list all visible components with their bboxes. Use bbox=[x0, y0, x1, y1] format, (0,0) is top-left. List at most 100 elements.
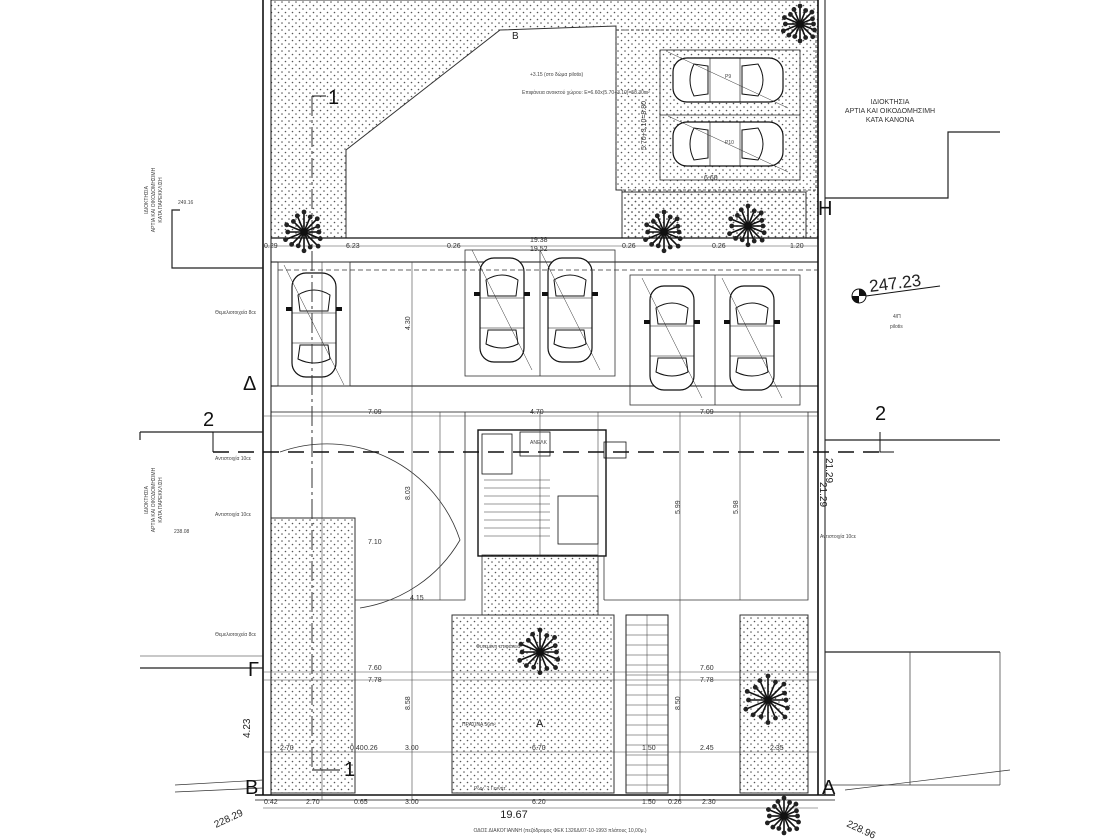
dim-bottom-1: 0.42 bbox=[264, 799, 278, 806]
car-p10 bbox=[667, 115, 789, 173]
car-p9 bbox=[667, 51, 789, 109]
dim-415: 4.15 bbox=[410, 595, 424, 602]
stair-treads bbox=[484, 479, 550, 537]
dim-mid-1: 2.70 bbox=[280, 745, 294, 752]
note-open-area: Επιφάνεια ανοικτού χώρου: Ε=6.60x(5.70+3… bbox=[522, 89, 650, 96]
dim-bottom-2: 2.70 bbox=[306, 799, 320, 806]
slab-outline bbox=[271, 412, 809, 601]
dim-top-1: 0.29 bbox=[264, 243, 278, 250]
dim-bottom-6: 1.50 bbox=[642, 799, 656, 806]
dim-top-5: 0.26 bbox=[712, 243, 726, 250]
dim-bottom-5: 6.20 bbox=[532, 799, 546, 806]
dim-778-a: 7.78 bbox=[368, 677, 382, 684]
dim-mid-7: 2.45 bbox=[700, 745, 714, 752]
section-label-1-top: 1 bbox=[328, 87, 339, 109]
note-stairs: Ρωγ. ? Γεννήτ. bbox=[474, 785, 507, 792]
label-p10: P10 bbox=[725, 140, 734, 146]
dim-mid-2: 0.40 bbox=[350, 745, 364, 752]
dotted-green-strip bbox=[481, 554, 599, 616]
neighbor-left-top-line-1: ΙΔΙΟΚΤΗΣΙΑ bbox=[144, 185, 150, 213]
car-bay-3 bbox=[539, 249, 601, 371]
dim-858: 8.58 bbox=[405, 696, 412, 710]
dim-right-2129-a: 21.29 bbox=[823, 458, 834, 483]
section-markers bbox=[200, 95, 894, 771]
note-wall-2: Αντιστοιχία 10cε bbox=[215, 456, 252, 462]
dim-bottom-4: 3.00 bbox=[405, 799, 419, 806]
dim-top-2: 6.23 bbox=[346, 243, 360, 250]
trees-layer bbox=[283, 3, 817, 836]
turning-circle bbox=[279, 443, 461, 609]
dim-709-right: 7.09 bbox=[700, 409, 714, 416]
elevation-sub-1: 4/Π bbox=[893, 314, 901, 320]
dim-bottom-8: 2.30 bbox=[702, 799, 716, 806]
level-left-mid: 238.08 bbox=[174, 529, 190, 535]
site-bottom-left-lines bbox=[174, 779, 264, 793]
neighbor-right-line-1: ΙΔΙΟΚΤΗΣΙΑ bbox=[871, 99, 910, 106]
building-core bbox=[477, 429, 627, 557]
tree-top-left bbox=[283, 209, 323, 254]
point-label-a-mid: Α bbox=[536, 718, 544, 730]
dim-bottom-7: 0.26 bbox=[668, 799, 682, 806]
dim-803: 8.03 bbox=[405, 486, 412, 500]
dotted-front-garden bbox=[451, 614, 615, 794]
tree-right-garden bbox=[743, 673, 790, 725]
car-bay-1 bbox=[283, 264, 345, 386]
dim-width-top-2: 19.52 bbox=[530, 246, 548, 253]
section-label-2-right: 2 bbox=[875, 403, 886, 425]
dim-599: 5.99 bbox=[675, 500, 682, 514]
dim-mid-8: 2.35 bbox=[770, 745, 784, 752]
neighbor-right-line-2: ΑΡΤΙΑ ΚΑΙ ΟΙΚΟΔΟΜΗΣΙΜΗ bbox=[845, 108, 935, 115]
tree-top-right bbox=[727, 203, 767, 248]
dim-850: 8.50 bbox=[675, 696, 682, 710]
dim-760-a: 7.60 bbox=[368, 665, 382, 672]
point-label-b-top: Β bbox=[512, 31, 519, 42]
note-elevator: ΑΝΕΛΚ bbox=[530, 440, 548, 446]
parking-bays bbox=[277, 249, 818, 406]
note-wall-right: Αντιστοιχία 10cε bbox=[820, 534, 857, 540]
dim-mid-4: 3.00 bbox=[405, 745, 419, 752]
tree-front-garden bbox=[517, 627, 561, 676]
car-bay-4 bbox=[641, 277, 703, 399]
dim-left-423: 4.23 bbox=[242, 718, 253, 738]
neighbor-left-mid-line-3: ΚΑΤΑ ΠΑΡΕΚΚΛΙΣΗ bbox=[158, 477, 164, 523]
dim-right-2129-b: 21.29 bbox=[817, 482, 828, 507]
level-bottom-left: 228.29 bbox=[213, 808, 246, 831]
dotted-planter-h bbox=[621, 191, 807, 239]
dim-parking-w: 6.60 bbox=[704, 175, 718, 182]
note-wall-3: Αντιστοιχία 10cε bbox=[215, 512, 252, 518]
dim-710: 7.10 bbox=[368, 539, 382, 546]
note-upper-level: +3.15 (στο δώμα pilotis) bbox=[530, 71, 583, 78]
neighbor-left-top-line-2: ΑΡΤΙΑ ΚΑΙ ΟΙΚΟΔΟΜΗΣΙΜΗ bbox=[151, 167, 157, 232]
corner-label-a: A bbox=[822, 777, 836, 799]
note-wall-4: Θεμελιοτοιχεία 8cε bbox=[215, 632, 257, 638]
corner-label-h: H bbox=[818, 198, 832, 220]
corner-label-gamma: Γ bbox=[248, 659, 259, 681]
road-label: ΟΔΟΣ ΔΙΑΚΟΓΙΑΝΝΗ (πεζόδρομος ΦΕΚ 1326Δ/0… bbox=[473, 827, 646, 834]
dim-width-top: 19.38 bbox=[530, 237, 548, 244]
label-p9: P9 bbox=[725, 74, 731, 80]
corner-label-delta: Δ bbox=[243, 373, 256, 395]
dim-430: 4.30 bbox=[405, 316, 412, 330]
cars-layer bbox=[283, 51, 789, 399]
corner-label-b: B bbox=[245, 777, 258, 799]
exterior-stair bbox=[625, 614, 669, 794]
dim-mid-5: 6.70 bbox=[532, 745, 546, 752]
dim-top-3: 0.26 bbox=[447, 243, 461, 250]
top-parking-area bbox=[615, 29, 817, 191]
dim-760-b: 7.60 bbox=[700, 665, 714, 672]
elevation-sub-2: pilotis bbox=[890, 324, 903, 330]
dim-mid-3: 0.26 bbox=[364, 745, 378, 752]
neighbor-terrain bbox=[139, 131, 1000, 669]
dim-parking-vert: 5.70+3.10=8.80 bbox=[641, 101, 648, 150]
neighbor-left-top-line-3: ΚΑΤΑ ΠΑΡΕΚΚΛΙΣΗ bbox=[158, 177, 164, 223]
dim-top-6: 1.20 bbox=[790, 243, 804, 250]
note-wall-1: Θεμελιοτοιχεία 8cε bbox=[215, 310, 257, 316]
dim-mid-6: 1.50 bbox=[642, 745, 656, 752]
elevation-symbol bbox=[851, 285, 941, 304]
dim-778-b: 7.78 bbox=[700, 677, 714, 684]
section-label-2-left: 2 bbox=[203, 409, 214, 431]
neighbor-left-mid-line-2: ΑΡΤΙΑ ΚΑΙ ΟΙΚΟΔΟΜΗΣΙΜΗ bbox=[151, 467, 157, 532]
note-green: ΠΡΑΣΙΝΑ 56m² bbox=[462, 722, 496, 728]
plot-boundary bbox=[255, 0, 835, 801]
